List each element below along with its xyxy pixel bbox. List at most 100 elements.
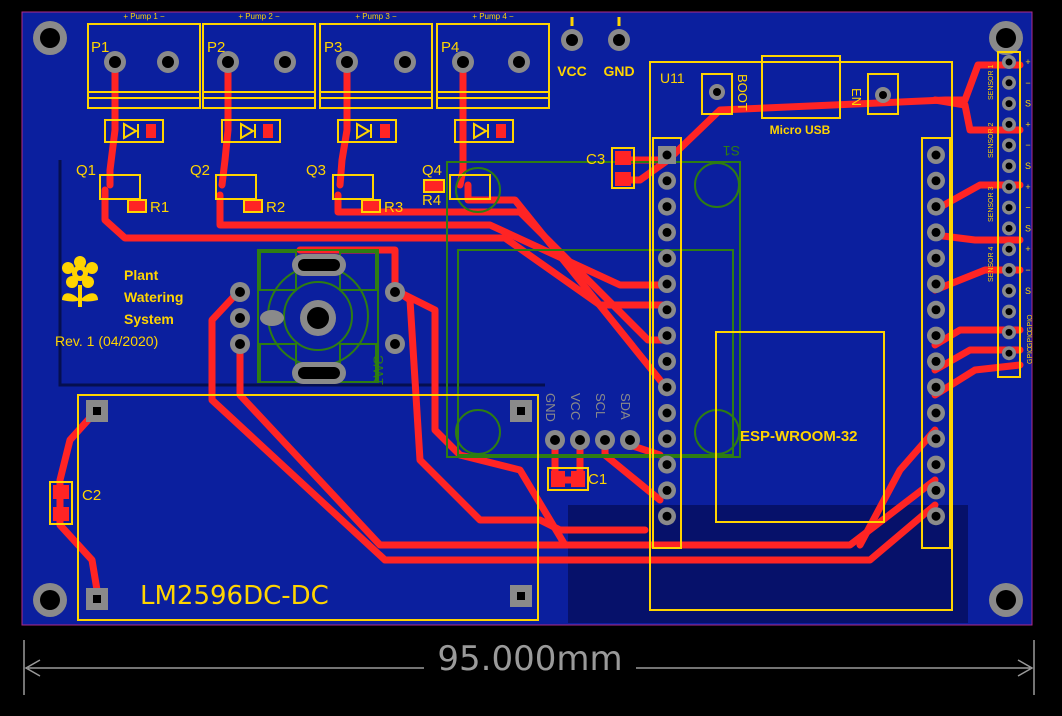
sensor-header-pin [1002, 304, 1016, 319]
en-label: EN [849, 88, 864, 106]
q3-label: Q3 [306, 162, 326, 179]
r2-label: R2 [266, 199, 285, 216]
esp32-right-pin [927, 171, 945, 190]
pump-4-header: + Pump 4 − [472, 12, 514, 21]
vcc-label: VCC [557, 63, 587, 79]
pump-connectors [87, 23, 550, 109]
esp32-left-pin [658, 481, 676, 500]
logo-revision: Rev. 1 (04/2020) [55, 333, 158, 349]
esp32-left-pin [658, 378, 676, 397]
esp32-right-pin [927, 223, 945, 242]
dimension-text: 95.000mm [437, 639, 622, 679]
esp32-right-pins [927, 146, 945, 526]
esp32-right-pin [927, 146, 945, 164]
esp32-left-pin [658, 171, 676, 190]
sensor-header-pin [1002, 283, 1016, 298]
esp32-left-pin [658, 223, 676, 242]
i2c-vcc-label: VCC [568, 393, 583, 420]
sensor-pin-label: S [1025, 161, 1031, 171]
r1-label: R1 [150, 199, 169, 216]
sensor-pin-label: S [1025, 223, 1031, 233]
sensor-3-label: SENSOR 3 [988, 186, 995, 222]
esp32-right-pin [927, 275, 945, 293]
esp32-left-pin [658, 146, 676, 164]
esp32-left-pin [658, 429, 676, 448]
i2c-scl-label: SCL [593, 393, 608, 418]
sensor-4-label: SENSOR 4 [988, 246, 995, 282]
transistors [99, 174, 491, 200]
sensor-header-pin [1002, 55, 1016, 69]
esp32-left-pin [658, 275, 676, 293]
pump-connector-3 [319, 23, 433, 109]
sensor-header-pin [1002, 346, 1016, 361]
sensor-pin-label: − [1025, 265, 1030, 275]
sensor-pin-label: S [1025, 286, 1031, 296]
sensor-header-pin [1002, 138, 1016, 153]
pour-edge [58, 160, 545, 387]
esp32-right-pin [927, 429, 945, 448]
q2-label: Q2 [190, 162, 210, 179]
sensor-header-pins [1002, 55, 1016, 361]
sensor-pin-label: + [1025, 182, 1030, 192]
s1-label: S1 [723, 143, 740, 159]
sensor-pin-label: S [1025, 99, 1031, 109]
sensor-header-pin [1002, 263, 1016, 277]
pump-3-header: + Pump 3 − [355, 12, 397, 21]
c1-label: C1 [588, 471, 607, 488]
pump-connector-4 [436, 23, 550, 109]
logo-line2: Watering [124, 289, 183, 305]
encoder-sw1 [230, 251, 405, 384]
esp32-left-pin [658, 352, 676, 371]
sensor-header-pin [1002, 221, 1016, 236]
esp32-right-pin [927, 249, 945, 268]
sensor-header-pin [1002, 179, 1016, 194]
micro-usb-label: Micro USB [770, 123, 831, 137]
sensor-pin-labels: +−S+−S+−S+−S [1025, 57, 1031, 296]
esp32-left-pins [658, 146, 676, 526]
esp32-right-pin [927, 455, 945, 474]
esp32-right-pin [927, 378, 945, 397]
sensor-header-pin [1002, 96, 1016, 111]
sensor-header-pin [1002, 117, 1016, 132]
esp32-left-pin [658, 507, 676, 526]
esp32-right-pin [927, 300, 945, 319]
gpio-label-1: GPIO [1027, 314, 1034, 332]
esp32-left-pin [658, 326, 676, 345]
diodes [104, 119, 514, 143]
pump-2-ref: P2 [207, 39, 225, 56]
esp32-chip-label: ESP-WROOM-32 [740, 428, 858, 445]
esp32-right-pin [927, 197, 945, 216]
logo-line3: System [124, 311, 174, 327]
esp32-left-pin [658, 249, 676, 268]
traces [56, 58, 1024, 594]
sensor-header-pin [1002, 159, 1016, 173]
c2-label: C2 [82, 487, 101, 504]
c3-label: C3 [586, 151, 605, 168]
r3-label: R3 [384, 199, 403, 216]
sensor-pin-label: − [1025, 78, 1030, 88]
sensor-header-pin [1002, 242, 1016, 257]
resistors [127, 179, 445, 213]
q4-label: Q4 [422, 162, 442, 179]
esp32-left-pin [658, 300, 676, 319]
sensor-1-label: SENSOR 1 [988, 64, 995, 100]
pump-connector-2 [202, 23, 316, 109]
regulator-module [77, 394, 539, 621]
esp32-left-pin [658, 455, 676, 474]
esp32-right-pin [927, 481, 945, 500]
sensor-pin-label: + [1025, 119, 1030, 129]
pump-4-ref: P4 [441, 39, 459, 56]
mounting-holes [33, 21, 1023, 617]
sensor-header [997, 51, 1021, 378]
esp32-left-pin [658, 197, 676, 216]
gpio-label-3: GPIO [1027, 346, 1034, 364]
sensor-pin-label: + [1025, 57, 1030, 67]
pump-2-header: + Pump 2 − [238, 12, 280, 21]
esp32-right-pin [927, 507, 945, 526]
sensor-2-label: SENSOR 2 [988, 122, 995, 158]
q1-label: Q1 [76, 162, 96, 179]
regulator-label: LM2596DC-DC [140, 581, 329, 611]
esp32-left-pin [658, 404, 676, 422]
i2c-header [545, 430, 640, 450]
